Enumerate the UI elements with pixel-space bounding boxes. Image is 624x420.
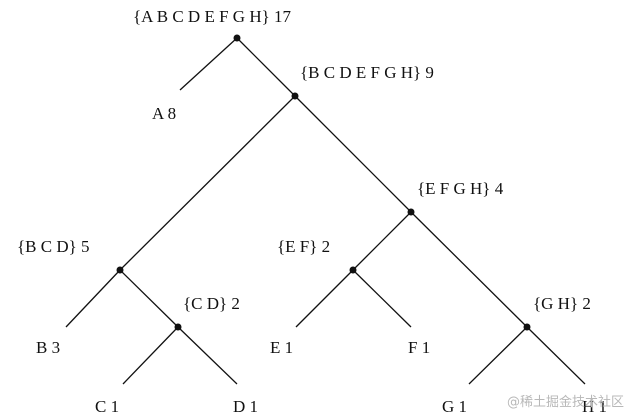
edge-bcdefgh-bcd — [119, 95, 296, 271]
node-label-d: D 1 — [233, 397, 258, 415]
node-label-gh: {G H} 2 — [533, 294, 591, 313]
edge-bcd-cd — [119, 269, 179, 328]
tree-node-labels: {A B C D E F G H} 17 A 8 {B C D E F G H} 9… — [17, 7, 607, 416]
watermark-text: @稀土掘金技术社区 — [507, 394, 624, 410]
node-label-c: C 1 — [95, 397, 119, 415]
tree-node-dots — [116, 34, 531, 331]
node-dot-bcdefgh — [291, 92, 299, 100]
edge-cd-c — [122, 326, 179, 385]
node-dot-gh — [523, 323, 531, 331]
node-dot-bcd — [116, 266, 124, 274]
node-label-bcdefgh: {B C D E F G H} 9 — [300, 63, 434, 82]
node-label-b: B 3 — [36, 338, 60, 357]
node-label-root: {A B C D E F G H} 17 — [133, 7, 292, 26]
node-label-g: G 1 — [442, 397, 467, 415]
edge-bcdefgh-efgh — [294, 95, 412, 213]
node-dot-cd — [174, 323, 182, 331]
node-label-a: A 8 — [152, 104, 176, 123]
node-label-f: F 1 — [408, 338, 430, 357]
tree-edges — [65, 37, 586, 385]
edge-efgh-gh — [410, 211, 528, 328]
node-dot-ef — [349, 266, 357, 274]
node-label-e: E 1 — [270, 338, 293, 357]
edge-root-a — [179, 37, 238, 91]
edge-bcd-b — [65, 269, 121, 328]
edge-root-bcdefgh — [236, 37, 296, 97]
node-label-ef: {E F} 2 — [277, 237, 330, 256]
node-dot-efgh — [407, 208, 415, 216]
node-label-cd: {C D} 2 — [183, 294, 240, 313]
edge-efgh-ef — [352, 211, 412, 271]
edge-gh-g — [468, 326, 528, 385]
edge-ef-f — [352, 269, 412, 328]
edge-ef-e — [295, 269, 354, 328]
node-label-efgh: {E F G H} 4 — [417, 179, 504, 198]
edge-gh-h — [526, 326, 586, 385]
node-label-bcd: {B C D} 5 — [17, 237, 90, 256]
node-dot-root — [233, 34, 241, 42]
node-label-h: H 1 — [582, 397, 607, 415]
edge-cd-d — [177, 326, 238, 385]
